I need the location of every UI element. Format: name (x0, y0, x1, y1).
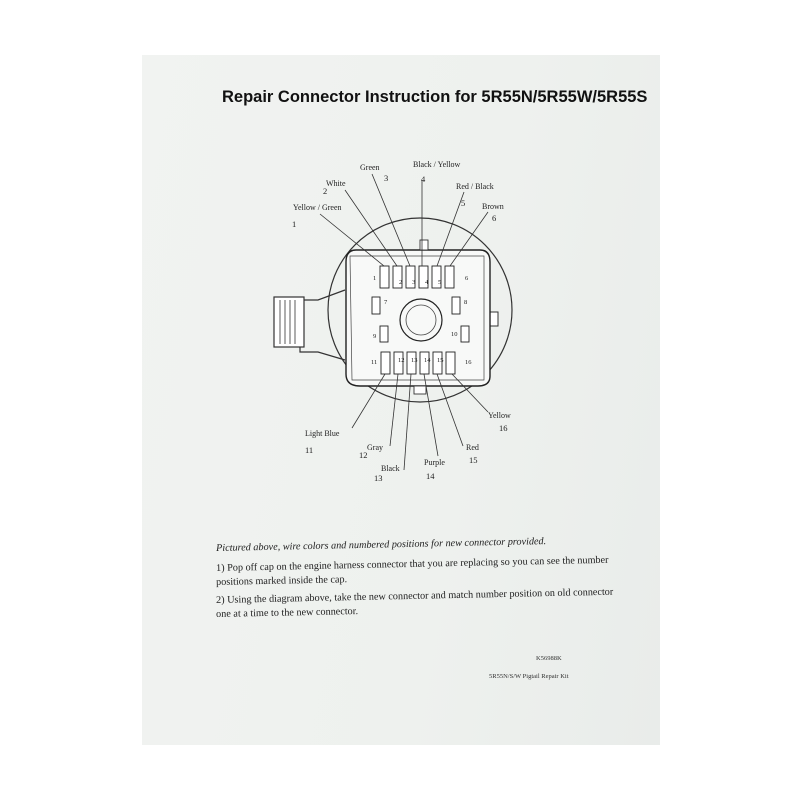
wire-color-label: Green (360, 163, 380, 172)
pin-number: 4 (425, 279, 429, 286)
wire-position-number: 1 (292, 219, 296, 229)
connector-latch (273, 296, 305, 348)
wire-position-number: 14 (426, 471, 435, 481)
wire-position-number: 11 (305, 445, 313, 455)
pin-number: 16 (465, 359, 472, 366)
kit-name: 5R55N/S/W Pigtail Repair Kit (489, 673, 569, 680)
wire-position-number: 6 (492, 213, 496, 223)
wire-color-label: Light Blue (305, 429, 340, 438)
wire-position-number: 5 (461, 198, 465, 208)
wire-position-number: 15 (469, 455, 478, 465)
center-hole (399, 298, 443, 342)
wire-position-number: 16 (499, 423, 508, 433)
pin-number: 12 (398, 357, 405, 364)
side-pins (371, 296, 470, 343)
top-pin-row (379, 265, 455, 289)
part-number: K56988K (536, 655, 562, 662)
pin-number: 2 (399, 279, 402, 286)
wire-color-label: Purple (424, 458, 445, 467)
wire-color-label: Brown (482, 202, 504, 211)
bottom-pin-row (380, 351, 456, 375)
pin-number: 10 (451, 331, 458, 338)
pin-number: 1 (373, 275, 376, 282)
connector-clip (299, 289, 346, 361)
pin-number: 11 (371, 359, 377, 366)
wire-position-number: 3 (384, 173, 388, 183)
pin-number: 7 (384, 299, 388, 306)
pin-number: 5 (438, 279, 441, 286)
connector-outline-circle (327, 217, 513, 403)
wire-color-label: Gray (367, 443, 383, 452)
wire-color-label: Yellow (488, 411, 511, 420)
pin-number: 9 (373, 333, 376, 340)
document-title: Repair Connector Instruction for 5R55N/5… (222, 88, 648, 106)
wire-color-label: White (326, 179, 346, 188)
wire-position-number: 13 (374, 473, 383, 483)
pin-number: 3 (412, 279, 415, 286)
pin-number: 14 (424, 357, 431, 364)
wire-color-label: Red / Black (456, 182, 494, 191)
pin-number: 13 (411, 357, 418, 364)
leader-lines (319, 173, 489, 471)
wire-color-label: Black (381, 464, 400, 473)
wire-position-number: 12 (359, 450, 368, 460)
wire-color-label: Black / Yellow (413, 160, 461, 169)
wire-position-number: 2 (323, 186, 327, 196)
pin-number: 6 (465, 275, 469, 282)
pin-number: 8 (464, 299, 467, 306)
wire-color-label: Red (466, 443, 479, 452)
wire-position-number: 4 (421, 174, 426, 184)
pin-number: 15 (437, 357, 444, 364)
connector-right-tab (489, 311, 499, 327)
wire-color-label: Yellow / Green (293, 203, 342, 212)
